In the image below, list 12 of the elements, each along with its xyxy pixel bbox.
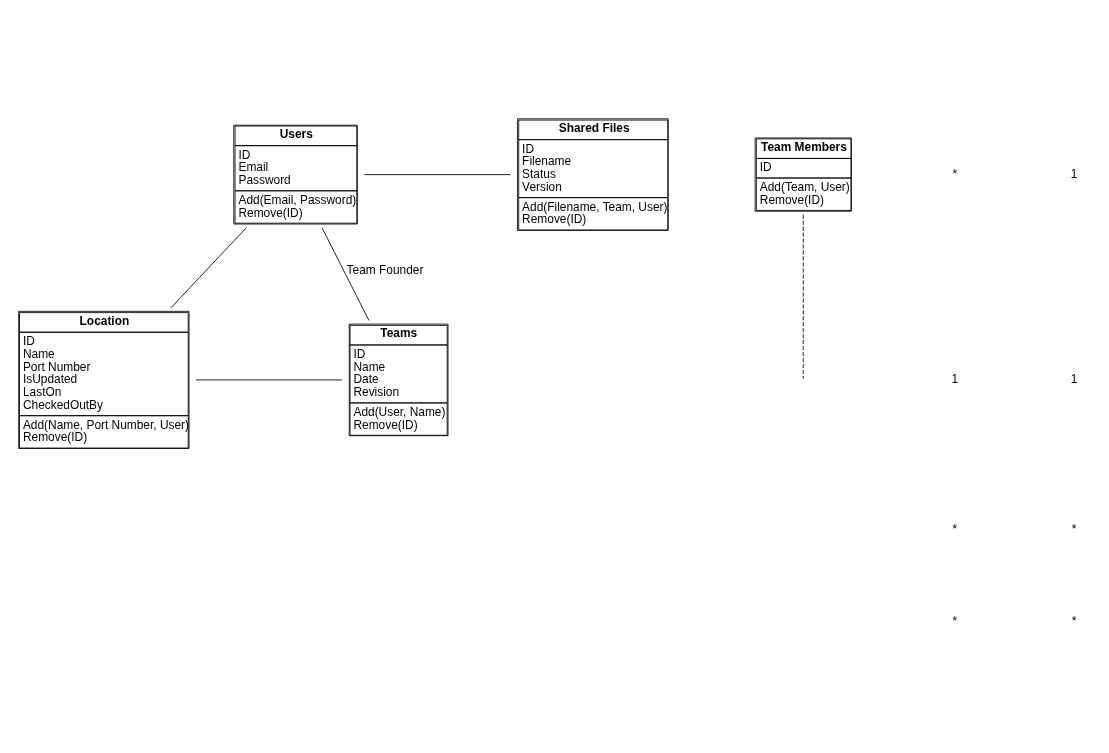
connector — [363, 174, 511, 176]
label: 1 — [951, 372, 959, 387]
label: * — [952, 614, 958, 629]
edge-label: Team Founder — [346, 263, 424, 278]
label: * — [952, 521, 958, 536]
label: 1 — [1070, 166, 1078, 181]
label: * — [1071, 521, 1077, 536]
label: * — [1071, 614, 1077, 629]
connector — [321, 227, 370, 321]
label: 1 — [1070, 372, 1078, 387]
connector — [170, 227, 247, 309]
label: * — [952, 166, 958, 181]
